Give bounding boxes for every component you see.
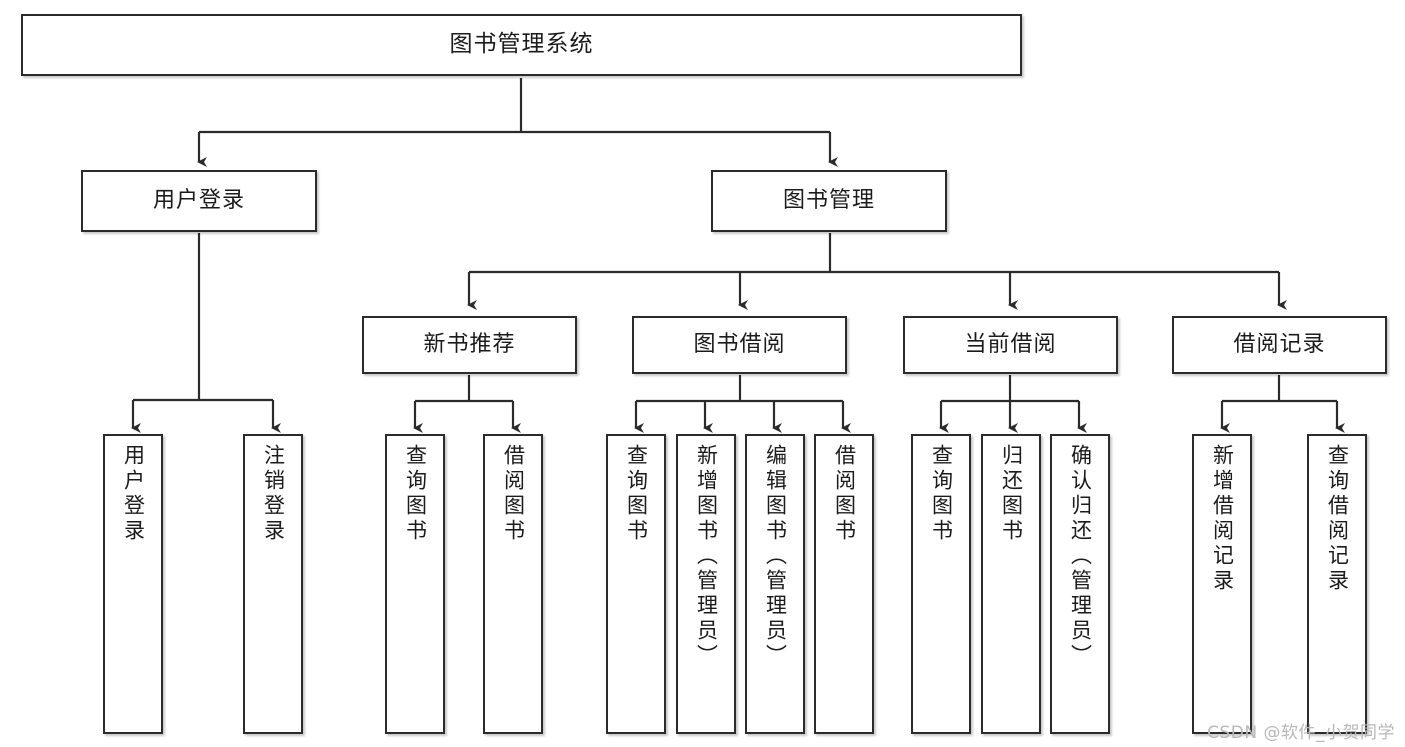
node-label: 归还图书	[999, 444, 1024, 544]
node-label: 新增图书（管理员）	[694, 444, 719, 669]
node-label: 借阅图书	[832, 444, 857, 544]
node-label: 用户登录	[152, 187, 245, 213]
node-book-borrowing[interactable]: 图书借阅	[632, 316, 847, 374]
node-book-management[interactable]: 图书管理	[711, 170, 947, 232]
leaf-edit-book-admin[interactable]: 编辑图书（管理员）	[745, 434, 805, 734]
leaf-user-login[interactable]: 用户登录	[103, 434, 163, 734]
node-label: 查询借阅记录	[1325, 444, 1350, 594]
node-label: 图书借阅	[693, 331, 786, 357]
node-label: 用户登录	[121, 444, 146, 544]
leaf-add-borrow-record[interactable]: 新增借阅记录	[1192, 434, 1252, 734]
node-label: 借阅记录	[1233, 331, 1326, 357]
node-book-management-system[interactable]: 图书管理系统	[21, 14, 1022, 76]
leaf-query-book-current[interactable]: 查询图书	[911, 434, 971, 734]
node-label: 查询图书	[403, 444, 428, 544]
node-borrowing-record[interactable]: 借阅记录	[1172, 316, 1387, 374]
node-current-borrowing[interactable]: 当前借阅	[903, 316, 1118, 374]
leaf-query-book-recommendation[interactable]: 查询图书	[385, 434, 445, 734]
node-label: 借阅图书	[501, 444, 526, 544]
node-label: 图书管理系统	[449, 31, 594, 58]
node-label: 注销登录	[261, 444, 286, 544]
node-user-login[interactable]: 用户登录	[81, 170, 317, 232]
leaf-confirm-return-admin[interactable]: 确认归还（管理员）	[1050, 434, 1110, 734]
leaf-query-borrow-record[interactable]: 查询借阅记录	[1307, 434, 1367, 734]
node-label: 新书推荐	[423, 331, 516, 357]
leaf-logout[interactable]: 注销登录	[243, 434, 303, 734]
node-label: 当前借阅	[964, 331, 1057, 357]
leaf-query-book[interactable]: 查询图书	[606, 434, 666, 734]
node-label: 确认归还（管理员）	[1068, 444, 1093, 669]
node-label: 新增借阅记录	[1210, 444, 1235, 594]
leaf-return-book[interactable]: 归还图书	[981, 434, 1041, 734]
leaf-add-book-admin[interactable]: 新增图书（管理员）	[676, 434, 736, 734]
node-label: 查询图书	[624, 444, 649, 544]
watermark: CSDN @软件_小贺同学	[1207, 723, 1395, 743]
node-label: 查询图书	[929, 444, 954, 544]
leaf-borrow-book-recommendation[interactable]: 借阅图书	[483, 434, 543, 734]
node-new-book-recommendation[interactable]: 新书推荐	[362, 316, 577, 374]
node-label: 图书管理	[782, 187, 875, 213]
node-label: 编辑图书（管理员）	[763, 444, 788, 669]
leaf-borrow-book[interactable]: 借阅图书	[814, 434, 874, 734]
